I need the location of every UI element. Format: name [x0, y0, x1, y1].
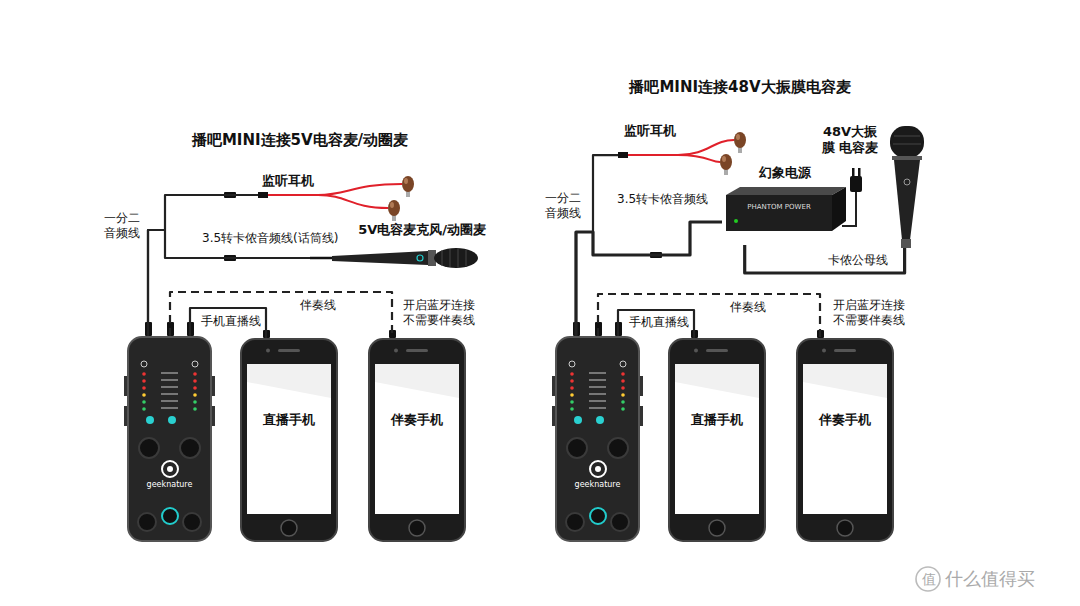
cable-note: 一分二 音频线 — [541, 191, 584, 221]
cable — [148, 230, 310, 336]
phone: 伴奏手机 — [368, 338, 466, 542]
node-text: 直播手机 — [240, 411, 338, 429]
node-text: 监听耳机 — [624, 122, 762, 140]
cable — [190, 308, 266, 338]
dashed-cable — [170, 292, 392, 338]
cable-label: 手机直播线 — [627, 315, 691, 329]
node-text: 幻象电源 — [722, 164, 848, 182]
dashed-cable — [598, 294, 820, 338]
audio-interface: geeknature — [127, 336, 212, 542]
watermark: 值 — [920, 570, 937, 588]
monitor-earphones: 监听耳机 — [618, 118, 762, 175]
node-text: 48V大振膜 电容麦 — [818, 124, 882, 156]
cable-label: 卡侬公母线 — [826, 253, 890, 267]
watermark-ring — [916, 567, 940, 591]
cable-label: 3.5转卡侬音频线 — [615, 192, 710, 206]
node-text: PHANTOM POWER — [726, 203, 832, 211]
phone-drawing — [240, 338, 338, 542]
phone: 直播手机 — [240, 338, 338, 542]
node-text: 直播手机 — [668, 411, 766, 429]
monitor-earphones: 监听耳机 — [258, 168, 440, 222]
audio-interface-drawing — [555, 336, 640, 542]
node-text: 监听耳机 — [262, 172, 440, 190]
cable-label: 3.5转卡侬音频线(话筒线) — [200, 231, 340, 245]
cable-label: 伴奏线 — [728, 300, 768, 314]
microphone: 5V电容麦克风/动圈麦 — [310, 220, 488, 272]
diagram-title: 播吧MINI连接5V电容麦/动圈麦 — [160, 131, 440, 150]
cable-plugs — [145, 192, 824, 338]
node-text: geeknature — [127, 480, 212, 489]
audio-interface-drawing — [127, 336, 212, 542]
condenser-microphone: 48V大振膜 电容麦 — [818, 122, 935, 248]
phone-drawing — [668, 338, 766, 542]
cable-note: 开启蓝牙连接 不需要伴奏线 — [398, 298, 480, 328]
watermark: 什么值得买 — [945, 567, 1065, 591]
cable-note: 开启蓝牙连接 不需要伴奏线 — [828, 298, 910, 328]
cable — [618, 310, 694, 338]
phone: 伴奏手机 — [796, 338, 894, 542]
cable-note: 一分二 音频线 — [100, 211, 143, 241]
phantom-power: 幻象电源 PHANTOM POWER — [722, 163, 848, 245]
cable-label: 手机直播线 — [199, 314, 263, 328]
phone-drawing — [796, 338, 894, 542]
phone: 直播手机 — [668, 338, 766, 542]
cable-label: 伴奏线 — [298, 298, 338, 312]
node-text: 伴奏手机 — [368, 411, 466, 429]
phone-drawing — [368, 338, 466, 542]
node-text: 伴奏手机 — [796, 411, 894, 429]
cable — [745, 245, 905, 273]
diagram-title: 播吧MINI连接48V大振膜电容麦 — [595, 78, 885, 97]
node-text: geeknature — [555, 480, 640, 489]
audio-interface: geeknature — [555, 336, 640, 542]
